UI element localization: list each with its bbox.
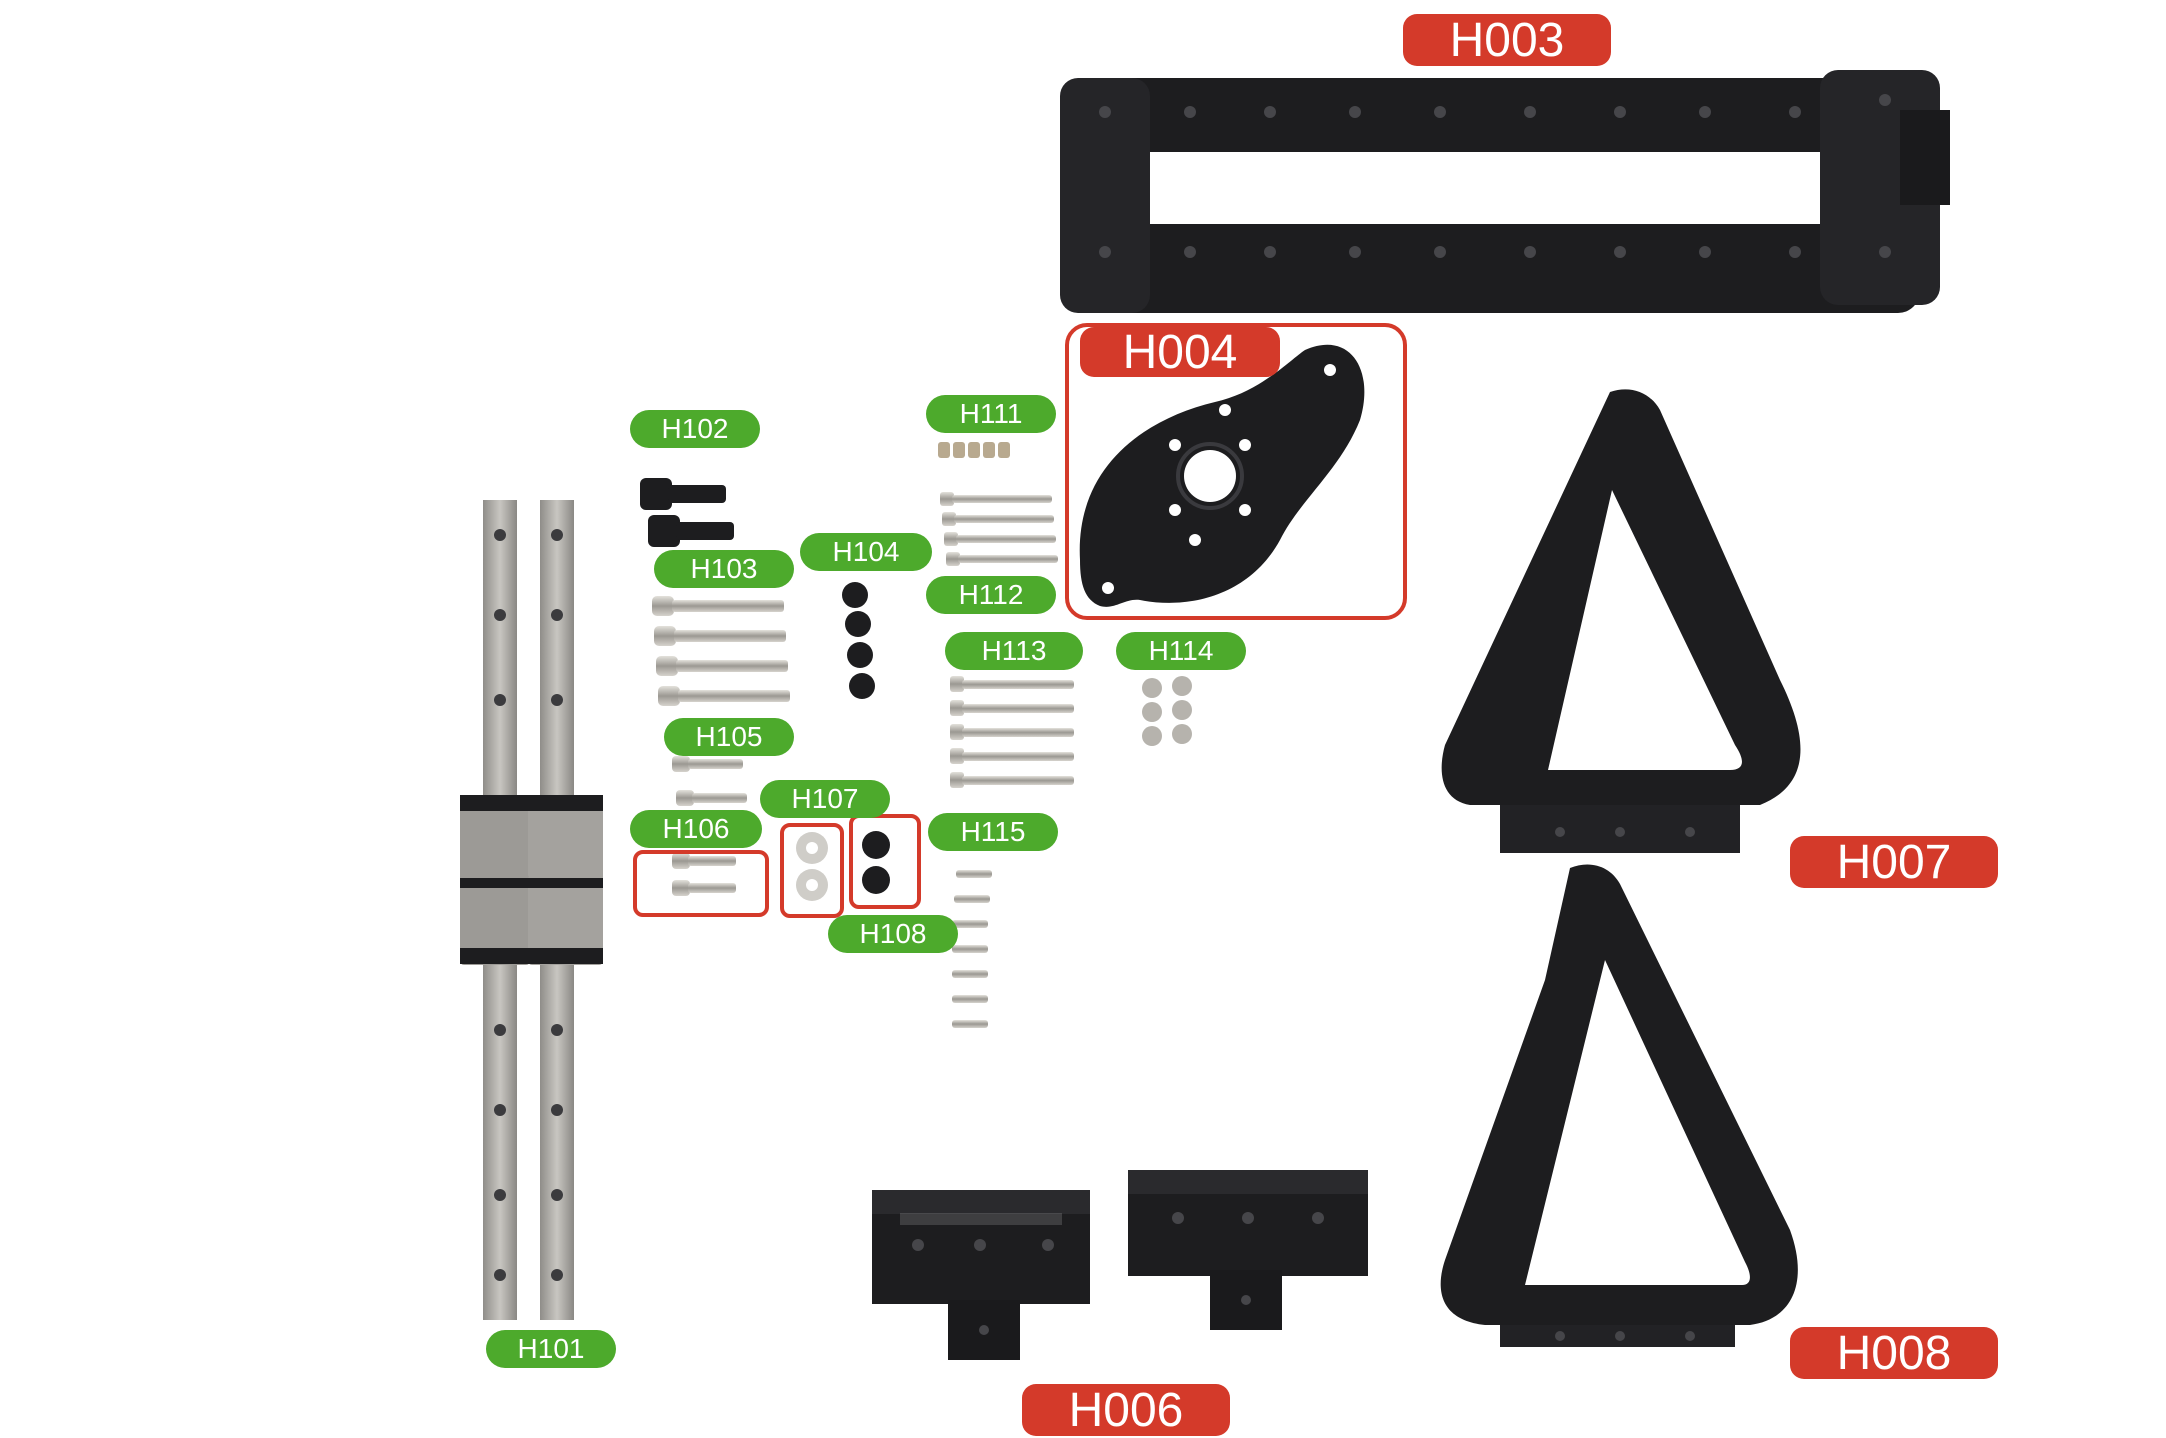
- label-h105: H105: [664, 718, 794, 756]
- screws-h105: [672, 756, 747, 806]
- label-h115: H115: [928, 813, 1058, 851]
- bracket-h006-left: [872, 1190, 1090, 1360]
- washers-h107: [796, 832, 828, 901]
- nuts-h104: [842, 582, 875, 699]
- label-h114: H114: [1116, 632, 1246, 670]
- nuts-h108: [862, 831, 890, 894]
- linear-rails-h101: [460, 500, 603, 1320]
- screws-h112: [940, 492, 1058, 566]
- label-h101: H101: [486, 1330, 616, 1368]
- highlight-box-h106: [633, 850, 769, 917]
- label-h104: H104: [800, 533, 932, 571]
- label-h107: H107: [760, 780, 890, 818]
- screws-h106: [672, 853, 736, 896]
- label-h106: H106: [630, 810, 762, 848]
- label-h003: H003: [1403, 14, 1611, 67]
- highlight-box-h108: [849, 814, 921, 909]
- label-h113: H113: [945, 632, 1083, 670]
- cap-screws-h102: [640, 478, 734, 547]
- screws-h115: [952, 870, 992, 1028]
- label-h008: H008: [1790, 1327, 1998, 1380]
- label-h004: H004: [1080, 326, 1280, 379]
- triangle-bracket-h007: [1441, 389, 1801, 853]
- screws-h113: [950, 676, 1074, 788]
- triangle-bracket-h008: [1440, 864, 1798, 1347]
- mount-plate-h004: [1079, 344, 1365, 607]
- frame-part-h003: [1060, 70, 1950, 313]
- bracket-h006-right: [1128, 1170, 1368, 1330]
- label-h007: H007: [1790, 836, 1998, 889]
- label-h111: H111: [926, 395, 1056, 433]
- highlight-box-h004: [1065, 323, 1407, 620]
- label-h006: H006: [1022, 1384, 1230, 1437]
- label-h102: H102: [630, 410, 760, 448]
- label-h108: H108: [828, 915, 958, 953]
- highlight-box-h107: [780, 823, 844, 918]
- label-h103: H103: [654, 550, 794, 588]
- nuts-h114: [1142, 676, 1192, 746]
- label-h112: H112: [926, 576, 1056, 614]
- screws-h103: [652, 596, 790, 706]
- set-screws-h111: [938, 442, 1010, 458]
